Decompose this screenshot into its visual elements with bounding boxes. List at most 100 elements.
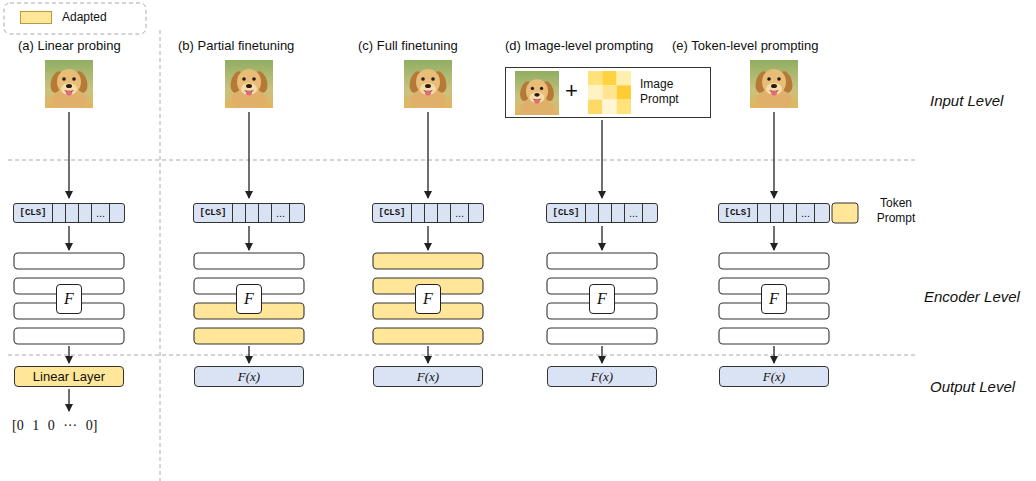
encoder-layer [719, 328, 829, 344]
token-cell [612, 204, 625, 222]
cls-cell: [CLS] [373, 204, 412, 222]
token-cell [79, 204, 92, 222]
encoder-layer [719, 253, 829, 269]
token-cell [53, 204, 66, 222]
token-cell [771, 204, 784, 222]
plus-sign: + [565, 78, 578, 104]
cls-token: [CLS] [724, 208, 751, 218]
flow-arrows [69, 112, 774, 411]
flow-arrow [427, 112, 428, 198]
flow-arrow [68, 226, 69, 250]
legend-label: Adapted [62, 10, 107, 24]
token-cell [784, 204, 797, 222]
cls-token: [CLS] [19, 208, 46, 218]
output-box: F(x) [373, 366, 483, 387]
linear-layer-label: Linear Layer [33, 369, 105, 384]
encoder-layer [373, 253, 483, 269]
token-cell [642, 204, 657, 222]
dog-image [515, 71, 559, 117]
token-cell [814, 204, 829, 222]
ellipsis-cell: ... [451, 204, 468, 222]
encoder-layer [547, 253, 657, 269]
token-cell [109, 204, 124, 222]
flow-arrow [68, 346, 69, 363]
column-title: (b) Partial finetuning [178, 38, 294, 53]
level-label: Input Level [930, 92, 1003, 109]
encoder-function: F [415, 284, 441, 314]
prompt-cell [588, 85, 602, 99]
function-symbol: F [423, 290, 433, 308]
column-divider [160, 30, 161, 481]
token-prompt-label: Token Prompt [866, 196, 926, 226]
token-cell [246, 204, 259, 222]
linear-layer: Linear Layer [14, 366, 124, 387]
token-sequence: [CLS]... [718, 203, 830, 223]
legend-frame [4, 3, 146, 34]
flow-arrow [601, 346, 602, 363]
image-prompt-label: Image Prompt [640, 77, 702, 107]
token-cell [259, 204, 272, 222]
ellipsis-cell: ... [272, 204, 289, 222]
prompt-cell [617, 100, 631, 114]
flow-arrow [427, 346, 428, 363]
column-title: (d) Image-level prompting [505, 38, 653, 53]
ellipsis-cell: ... [625, 204, 642, 222]
flow-arrow [248, 346, 249, 363]
token-sequence: [CLS]... [546, 203, 658, 223]
prompt-cell [617, 85, 631, 99]
ellipsis: ... [801, 208, 810, 219]
ellipsis: ... [455, 208, 464, 219]
flow-arrow [601, 120, 602, 198]
level-label: Encoder Level [924, 288, 1020, 305]
image-prompt-box: + Image Prompt [505, 67, 711, 118]
column-title: (e) Token-level prompting [672, 38, 818, 53]
level-divider [8, 160, 915, 161]
level-label: Output Level [930, 378, 1015, 395]
token-prompt-cell [832, 203, 858, 223]
token-cell [289, 204, 304, 222]
cls-cell: [CLS] [547, 204, 586, 222]
cls-token: [CLS] [378, 208, 405, 218]
legend-swatch [20, 11, 52, 24]
column-title: (a) Linear probing [18, 38, 121, 53]
prompt-cell [617, 71, 631, 85]
prompt-cell [602, 85, 616, 99]
output-box: F(x) [547, 366, 657, 387]
encoder-layer [194, 253, 304, 269]
flow-arrow [248, 226, 249, 250]
ellipsis-cell: ... [92, 204, 109, 222]
ellipsis: ... [629, 208, 638, 219]
encoder-layer [194, 328, 304, 344]
token-cell [425, 204, 438, 222]
output-label: F(x) [591, 369, 613, 385]
prompt-cell [588, 100, 602, 114]
dog-image [750, 60, 798, 110]
cls-token: [CLS] [199, 208, 226, 218]
output-label: F(x) [417, 369, 439, 385]
column-title: (c) Full finetuning [358, 38, 458, 53]
encoder-layer [547, 328, 657, 344]
token-cell [468, 204, 483, 222]
flow-arrow [773, 226, 774, 250]
token-sequence: [CLS]... [372, 203, 484, 223]
token-cell [233, 204, 246, 222]
flow-arrow [68, 112, 69, 198]
encoder-function: F [761, 284, 787, 314]
output-box: F(x) [194, 366, 304, 387]
flow-arrow [601, 226, 602, 250]
token-sequence: [CLS]... [193, 203, 305, 223]
token-cell [599, 204, 612, 222]
encoder-layers [14, 253, 829, 344]
one-hot-vector: [0 1 0 ··· 0] [12, 418, 97, 434]
prompt-cell [588, 71, 602, 85]
flow-arrow [248, 112, 249, 198]
flow-arrow [773, 112, 774, 198]
token-cell [66, 204, 79, 222]
output-box: F(x) [719, 366, 829, 387]
encoder-function: F [56, 284, 82, 314]
dog-image [225, 60, 273, 110]
ellipsis: ... [96, 208, 105, 219]
encoder-layer [14, 328, 124, 344]
